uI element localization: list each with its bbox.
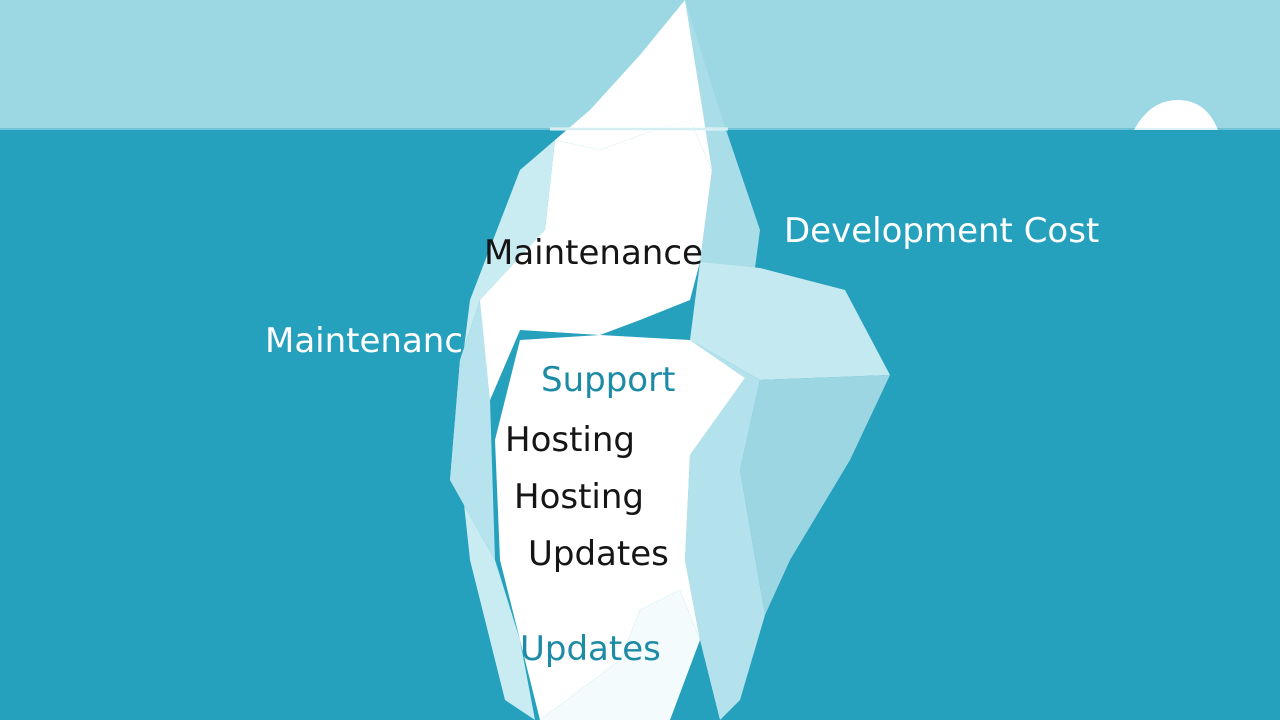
label-maintenance-top: Maintenance xyxy=(484,233,703,273)
distant-iceberg-tip xyxy=(1134,100,1218,130)
iceberg-middle-face xyxy=(495,335,745,720)
iceberg-right-upper-facet xyxy=(685,0,760,300)
label-updates-2: Updates xyxy=(520,629,661,669)
iceberg-upper-face xyxy=(480,120,712,400)
label-updates-1: Updates xyxy=(528,534,669,574)
label-hosting-1: Hosting xyxy=(505,420,635,460)
label-hosting-2: Hosting xyxy=(514,477,644,517)
iceberg-bottom-face xyxy=(540,590,700,720)
label-support: Support xyxy=(541,360,676,400)
label-development-cost: Development Cost xyxy=(784,211,1100,251)
iceberg-right-shoulder xyxy=(690,262,890,380)
iceberg-center-lower xyxy=(685,340,765,720)
label-maintenance-left: Maintenanc xyxy=(265,321,464,361)
iceberg-left-facet xyxy=(450,140,555,720)
iceberg-right-lower xyxy=(740,375,890,615)
